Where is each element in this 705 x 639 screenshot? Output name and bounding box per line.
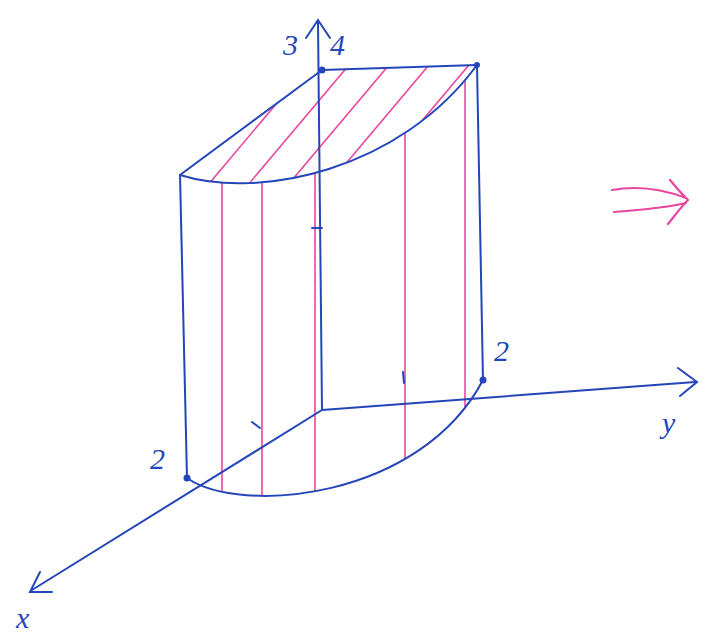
axis-label: 2 <box>494 336 509 366</box>
axis-label: 4 <box>330 30 345 60</box>
axis-label: x <box>16 603 29 633</box>
axes <box>30 20 697 592</box>
implies-arrow <box>612 180 688 224</box>
axis-label: y <box>662 408 675 438</box>
axis-label: 2 <box>150 444 165 474</box>
axis-label: 3 <box>283 30 298 60</box>
solid-outline <box>180 65 483 496</box>
points <box>184 62 487 482</box>
hatching <box>170 40 530 520</box>
